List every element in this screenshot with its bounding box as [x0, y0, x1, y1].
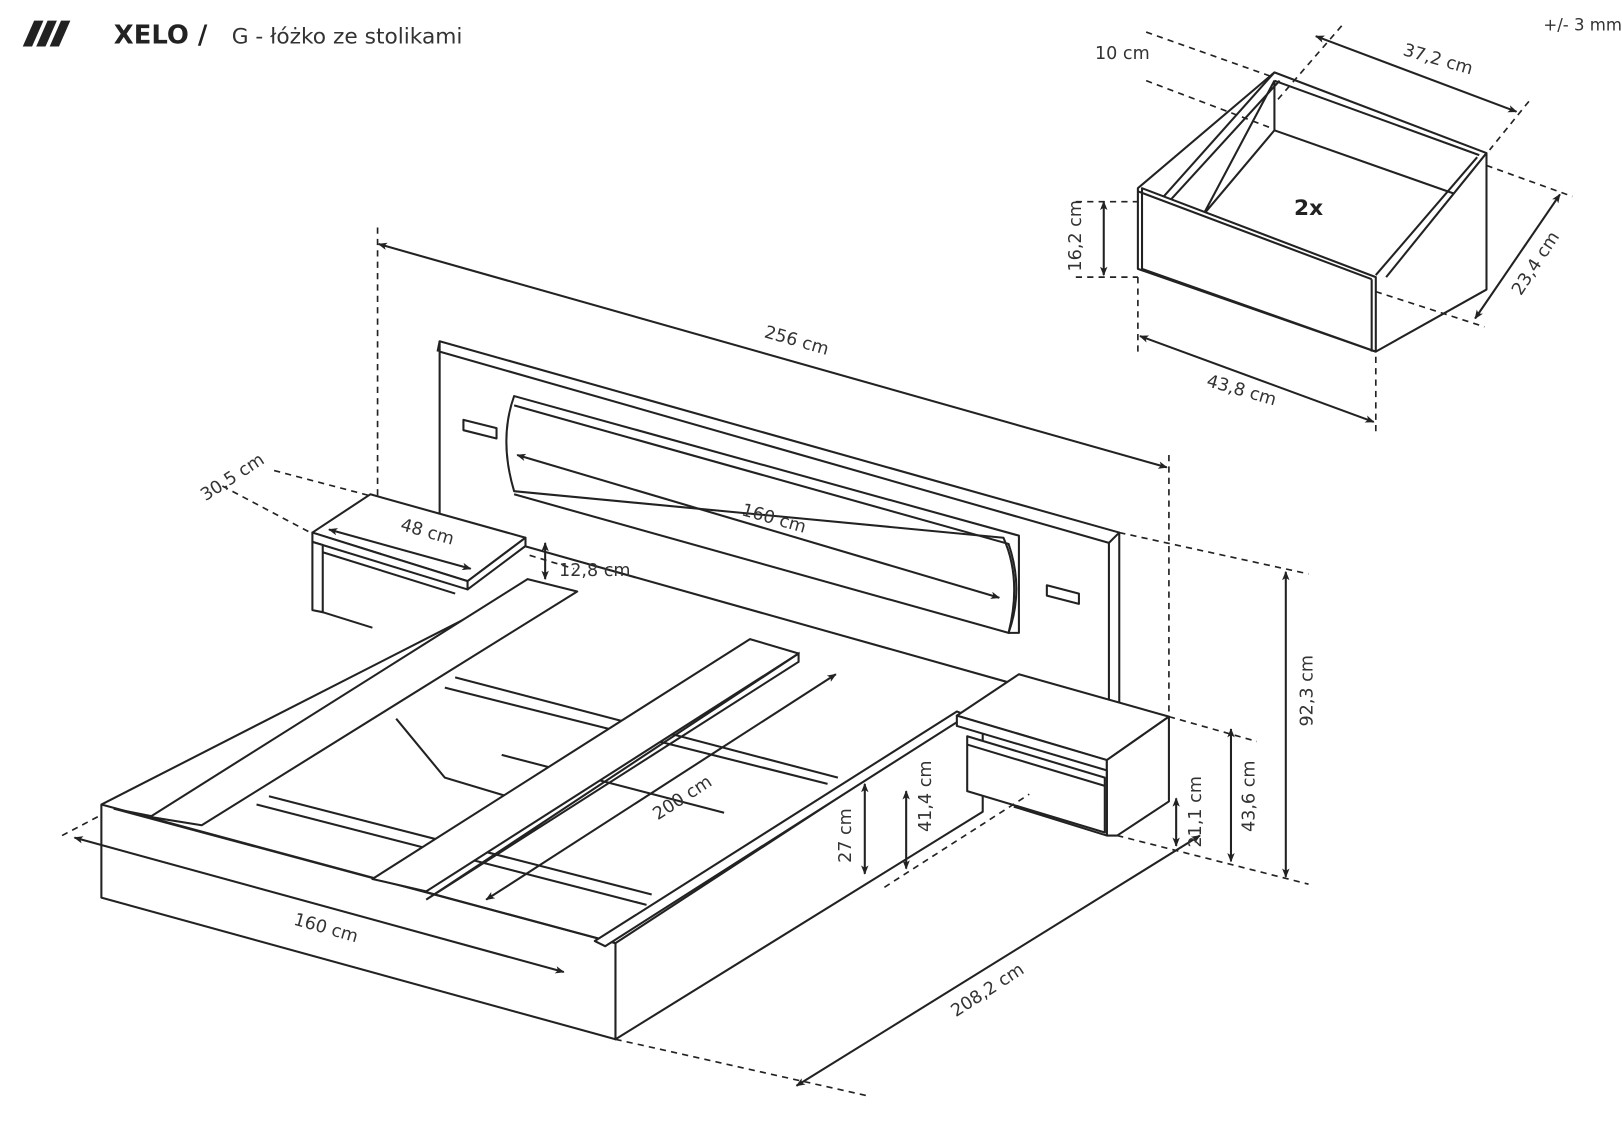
dim-drawer-front-width: 43,8 cm	[1204, 371, 1278, 410]
drawer-dimension-lines	[1075, 25, 1573, 433]
dim-drawer-inner-width: 37,2 cm	[1401, 41, 1475, 80]
nightstand-right	[955, 673, 1170, 837]
tolerance-note: +/- 3 mm	[1543, 15, 1622, 34]
dim-nightstand-height: 43,6 cm	[1240, 761, 1260, 833]
dim-headboard-height: 92,3 cm	[1298, 655, 1318, 727]
dim-nightstand-depth: 30,5 cm	[197, 450, 268, 506]
dim-drawer-front-thickness: 10 cm	[1095, 44, 1150, 64]
bed-dimension-lines	[61, 227, 1309, 1097]
dim-frame-height: 27 cm	[836, 808, 856, 863]
dim-nightstand-top-height: 12,8 cm	[559, 561, 631, 581]
dim-overall-length: 208,2 cm	[948, 960, 1028, 1022]
logo-slashes-icon	[22, 20, 71, 47]
dim-overall-width: 256 cm	[762, 323, 831, 360]
dim-nightstand-clearance: 21,1 cm	[1186, 776, 1206, 848]
dim-slat-height: 41,4 cm	[916, 761, 936, 833]
dim-drawer-height: 16,2 cm	[1066, 200, 1086, 272]
product-subtitle: G - łóżko ze stolikami	[232, 24, 463, 49]
headboard-slot-right	[1045, 584, 1080, 605]
dim-drawer-depth: 23,4 cm	[1508, 228, 1564, 299]
drawer-quantity: 2x	[1294, 196, 1323, 221]
drawer	[1136, 71, 1488, 353]
brand-title: XELO /	[114, 20, 208, 50]
dim-mattress-length: 200 cm	[650, 772, 716, 825]
